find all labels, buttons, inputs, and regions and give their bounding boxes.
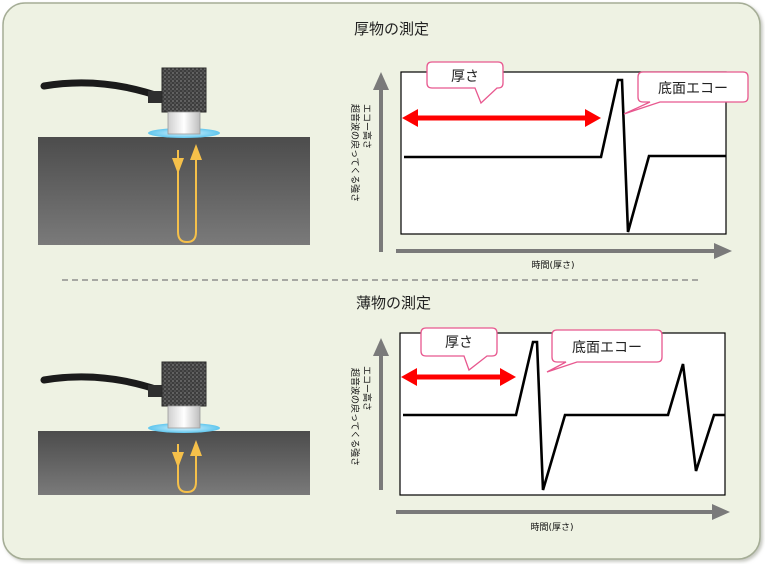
thin-callout-thickness-text: 厚さ (445, 335, 473, 351)
thin-x-axis-arrowhead (712, 504, 730, 520)
thin-y-axis-arrowhead (373, 338, 389, 356)
thin-probe-body (161, 361, 207, 407)
thick-y-axis-label-2: 超音波の戻ってくる強さ (349, 104, 361, 202)
thick-down-arrowhead (172, 158, 184, 174)
thin-callout-echo-text: 底面エコー (572, 340, 642, 356)
thin-callout-echo (546, 329, 663, 373)
thin-thickness-arrowhead-right (500, 368, 516, 386)
thick-callout-thickness-text: 厚さ (451, 69, 479, 85)
thick-probe-illustration (38, 67, 310, 245)
thick-section-title: 厚物の測定 (354, 20, 430, 38)
thin-y-axis-label-2: 超音波の戻ってくる強さ (349, 368, 361, 466)
thin-echo-waveform (403, 340, 725, 491)
thin-y-axis-label-1: エコー高さ (361, 366, 373, 411)
thick-callout-thickness (426, 61, 504, 105)
thick-callout-echo-text: 底面エコー (658, 81, 728, 97)
thin-chart: 厚さ 底面エコー エコー高さ 超音波の戻ってくる強さ 時間(厚さ) (349, 327, 730, 533)
thick-probe-body (161, 67, 207, 113)
thin-section-title: 薄物の測定 (356, 294, 432, 312)
thin-callout-thickness (420, 327, 498, 372)
thick-thickness-arrowhead-right (585, 109, 601, 127)
thin-ultrasonic-path (177, 444, 197, 494)
thick-ultrasonic-path (177, 150, 197, 244)
thick-x-axis-arrowhead (714, 243, 732, 259)
thick-callout-echo (623, 71, 749, 115)
thin-probe-tip (167, 405, 201, 429)
thin-thickness-arrowhead-left (401, 368, 417, 386)
thick-probe-connector (148, 91, 162, 103)
thick-up-arrowhead (190, 144, 202, 160)
thin-down-arrowhead (172, 452, 184, 468)
thin-probe-illustration (38, 361, 310, 495)
thick-x-axis-label: 時間(厚さ) (531, 260, 574, 271)
thick-chart: 厚さ 底面エコー エコー高さ 超音波の戻ってくる強さ 時間(厚さ) (349, 61, 749, 271)
thick-y-axis-arrowhead (373, 72, 389, 90)
thick-probe-tip (167, 111, 201, 135)
thick-thickness-arrowhead-left (402, 109, 418, 127)
thin-up-arrowhead (190, 440, 202, 456)
thin-probe-connector (148, 385, 162, 397)
thick-echo-waveform (404, 78, 726, 233)
thick-material-block (38, 137, 310, 245)
thin-x-axis-label: 時間(厚さ) (530, 522, 573, 533)
thick-y-axis-label-1: エコー高さ (361, 104, 373, 149)
thin-material-block (38, 431, 310, 495)
